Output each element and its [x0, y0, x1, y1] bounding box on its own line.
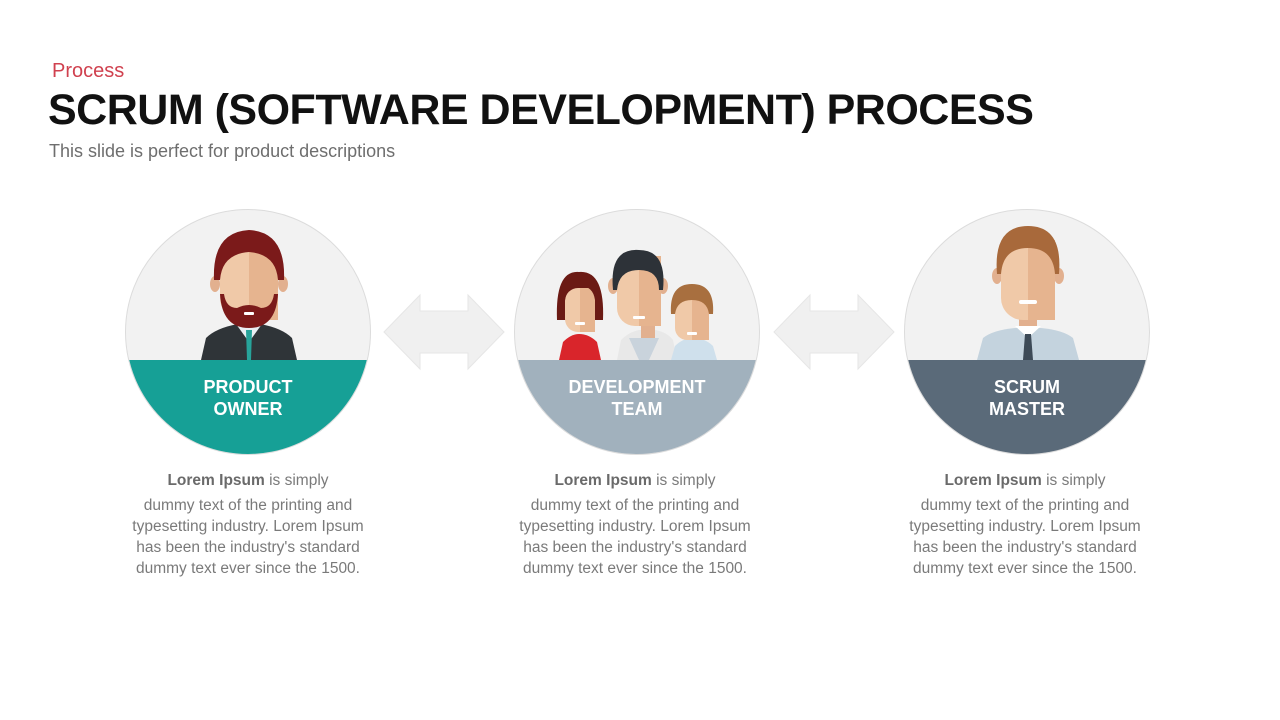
role-title-line1: PRODUCT	[203, 377, 293, 397]
desc-first-line: is simply	[264, 472, 329, 489]
role-description-product-owner: Lorem Ipsum is simply dummy text of the …	[128, 470, 368, 579]
desc-first-line: is simply	[1041, 472, 1106, 489]
slide-title: SCRUM (SOFTWARE DEVELOPMENT) PROCESS	[48, 86, 1034, 134]
man-with-tie-avatar-icon	[977, 226, 1079, 360]
slide-subtitle: This slide is perfect for product descri…	[49, 141, 396, 161]
desc-body: dummy text of the printing and typesetti…	[132, 497, 364, 577]
desc-bold-lead: Lorem Ipsum	[944, 472, 1042, 489]
role-card-development-team: DEVELOPMENT TEAM	[514, 209, 760, 455]
section-label: Process	[52, 60, 125, 82]
role-description-scrum-master: Lorem Ipsum is simply dummy text of the …	[905, 470, 1145, 579]
desc-first-line: is simply	[651, 472, 716, 489]
double-arrow-icon	[383, 293, 505, 371]
bearded-man-avatar-icon	[201, 230, 297, 360]
desc-bold-lead: Lorem Ipsum	[167, 472, 265, 489]
role-title-line2: TEAM	[611, 399, 663, 419]
desc-body: dummy text of the printing and typesetti…	[909, 497, 1141, 577]
role-title-line1: DEVELOPMENT	[568, 377, 706, 397]
desc-bold-lead: Lorem Ipsum	[554, 472, 652, 489]
role-title-line2: OWNER	[213, 399, 283, 419]
role-title-line1: SCRUM	[994, 377, 1060, 397]
role-label-band: SCRUM MASTER	[905, 360, 1149, 454]
role-title-line2: MASTER	[989, 399, 1065, 419]
double-arrow-icon	[773, 293, 895, 371]
role-label-band: DEVELOPMENT TEAM	[515, 360, 759, 454]
role-label-band: PRODUCT OWNER	[126, 360, 370, 454]
role-card-product-owner: PRODUCT OWNER	[125, 209, 371, 455]
role-card-scrum-master: SCRUM MASTER	[904, 209, 1150, 455]
desc-body: dummy text of the printing and typesetti…	[519, 497, 751, 577]
team-avatars-icon	[556, 249, 717, 360]
role-description-development-team: Lorem Ipsum is simply dummy text of the …	[515, 470, 755, 579]
